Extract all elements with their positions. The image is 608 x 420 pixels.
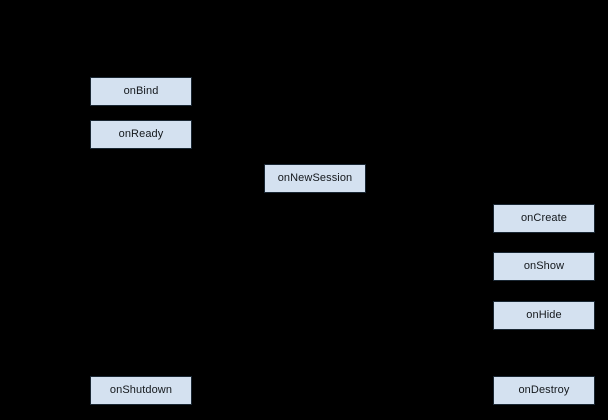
node-label: onShutdown (109, 384, 173, 396)
node-on-hide[interactable]: onHide (493, 301, 595, 330)
node-on-show[interactable]: onShow (493, 252, 595, 281)
node-label: onNewSession (277, 172, 353, 184)
node-label: onHide (526, 309, 562, 321)
node-on-bind[interactable]: onBind (90, 77, 192, 106)
node-label: onReady (118, 128, 164, 140)
node-label: onDestroy (518, 384, 570, 396)
node-on-destroy[interactable]: onDestroy (493, 376, 595, 405)
node-on-new-session[interactable]: onNewSession (264, 164, 366, 193)
node-label: onCreate (520, 212, 568, 224)
node-label: onBind (123, 85, 159, 97)
node-label: onShow (523, 260, 565, 272)
node-on-create[interactable]: onCreate (493, 204, 595, 233)
node-on-shutdown[interactable]: onShutdown (90, 376, 192, 405)
node-on-ready[interactable]: onReady (90, 120, 192, 149)
